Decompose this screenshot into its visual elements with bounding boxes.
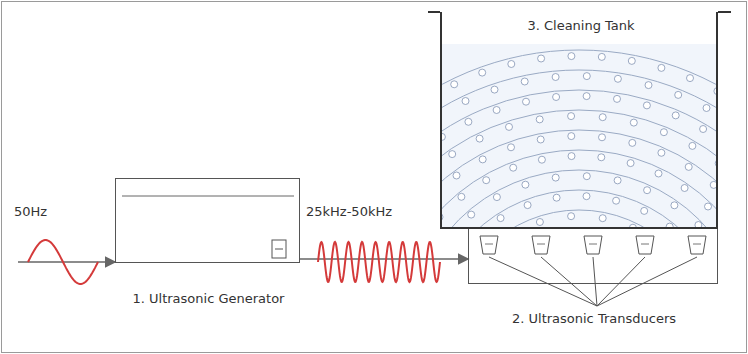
leader-lines (489, 257, 697, 306)
part-label: 1. Ultrasonic Generator (130, 291, 288, 307)
frequency-label: 25kHz-50kHz (306, 204, 392, 220)
mains-wave (28, 240, 98, 284)
power-switch (272, 240, 286, 258)
part-label: 3. Cleaning Tank (524, 18, 637, 34)
ultrasonic-waves (442, 50, 717, 227)
cleaning-tank: 3. Cleaning Tank (440, 12, 718, 229)
ultrasonic-signal-wave (318, 242, 440, 282)
transducer-housing: 2. Ultrasonic Transducers (468, 228, 718, 284)
power-switch (275, 249, 283, 250)
ultrasonic-generator: 1. Ultrasonic Generator (115, 178, 300, 263)
transducer-symbols (480, 236, 706, 254)
frequency-label: 50Hz (14, 204, 47, 220)
generator-panel-line (122, 196, 294, 197)
part-label: 2. Ultrasonic Transducers (509, 311, 679, 327)
mains-wire (18, 261, 115, 263)
